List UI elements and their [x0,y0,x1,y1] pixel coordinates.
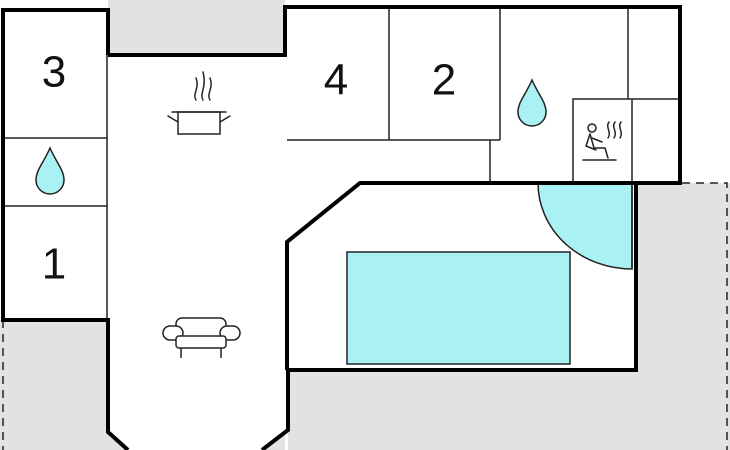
terrace-top [108,0,285,55]
door-swing [537,182,633,270]
wall-left-wing [1,8,130,450]
terrace-bottom-right [288,183,730,450]
sofa-icon [162,317,241,358]
room-label-1: 1 [42,240,66,289]
wall-pool-area [285,181,636,370]
terrace-borders [2,182,728,450]
terrace-bottom-left [0,320,108,450]
wall-top-wing [108,5,682,450]
water-drop-icon [35,146,65,195]
interior-walls [5,8,678,318]
exterior-walls [1,5,682,450]
room-label-4: 4 [324,56,348,105]
room-label-2: 2 [432,56,456,105]
cooking-pot-icon [167,71,231,135]
wall-sauna [572,98,678,183]
terrace-border-right [682,182,728,450]
water-drop-icon [517,78,547,127]
swimming-pool [346,251,571,365]
sauna-icon [582,121,623,161]
room-label-3: 3 [42,48,66,97]
